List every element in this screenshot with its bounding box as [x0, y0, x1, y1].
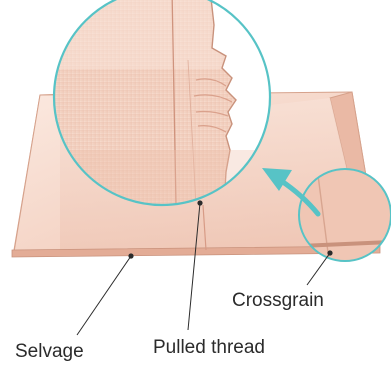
crossgrain-label: Crossgrain — [232, 290, 324, 311]
crossgrain-leader — [307, 253, 330, 285]
selvage-label: Selvage — [15, 341, 84, 362]
pulled-thread-label: Pulled thread — [153, 337, 265, 358]
selvage-leader — [77, 256, 131, 335]
